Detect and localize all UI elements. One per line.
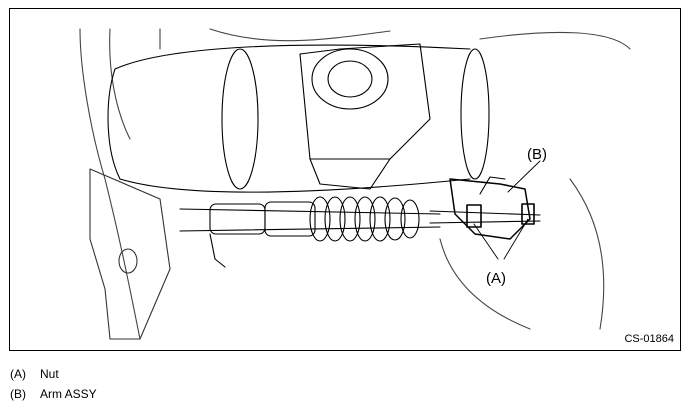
legend-key-b: (B) [10,387,26,401]
legend-item-a: (A) Nut [10,367,59,383]
figure-frame: (B) (A) CS-01864 [9,8,681,351]
callout-a: (A) [486,270,506,287]
legend-label-b: Arm ASSY [40,387,97,401]
callout-b: (B) [527,146,547,163]
drawing [79,28,631,340]
legend-item-b: (B) Arm ASSY [10,387,97,403]
legend-label-a: Nut [40,367,59,381]
figure-code: CS-01864 [624,333,674,345]
legend-key-a: (A) [10,367,26,381]
